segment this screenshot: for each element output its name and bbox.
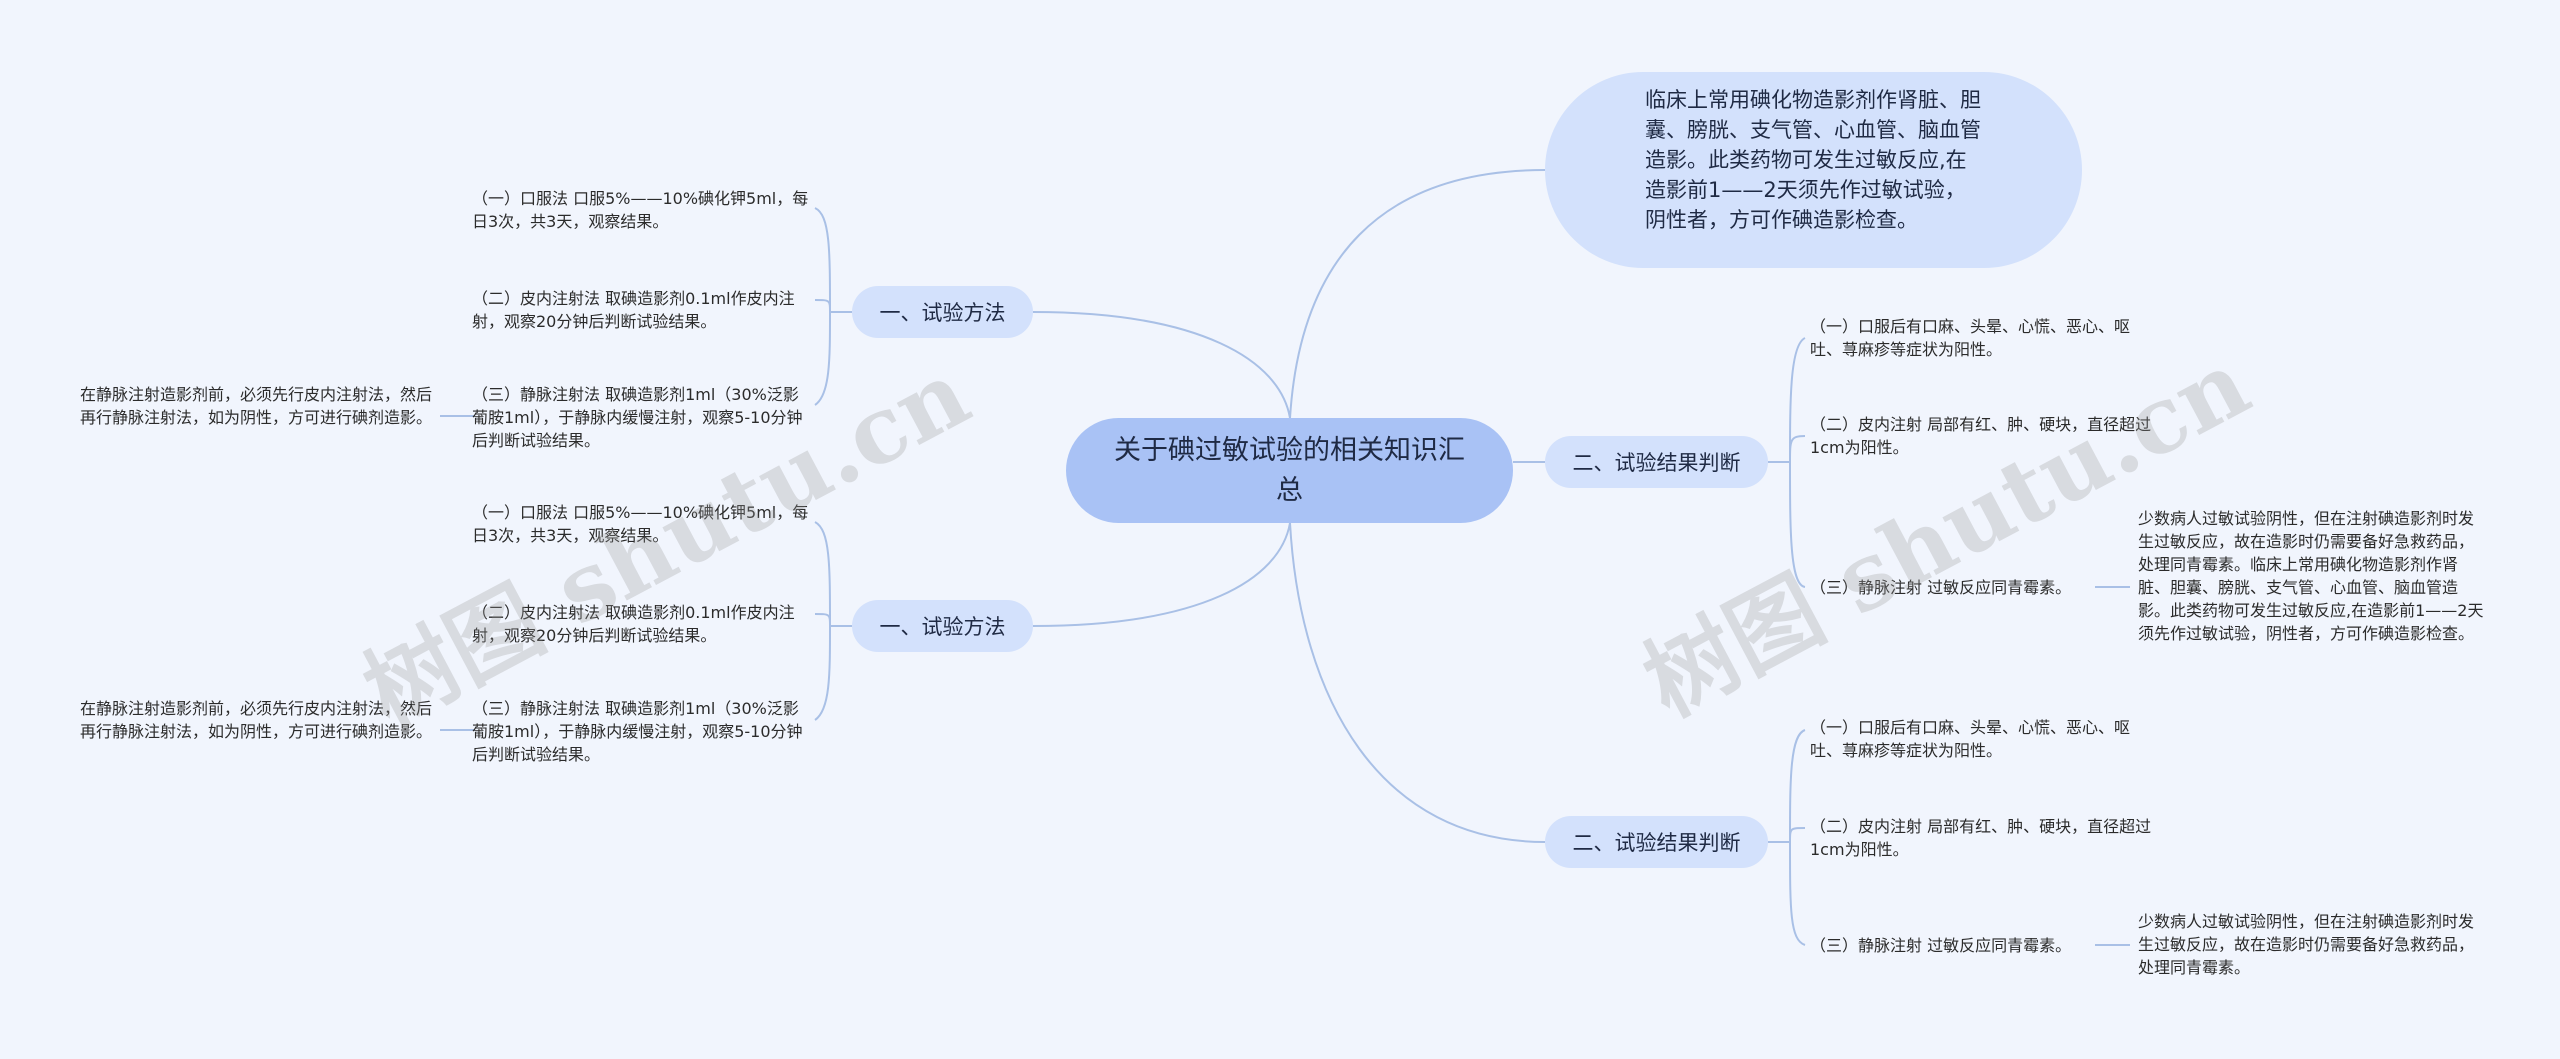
leaf-text: （一）口服法 口服5%——10%碘化钾5ml，每日3次，共3天，观察结果。: [472, 503, 809, 545]
link-root-left-bottom: [1032, 522, 1291, 627]
leaf-lt-intradermal[interactable]: （二）皮内注射法 取碘造影剂0.1ml作皮内注射，观察20分钟后判断试验结果。: [472, 287, 812, 333]
branch-label: 一、试验方法: [879, 615, 1006, 639]
link-lt-bracket: [814, 207, 852, 406]
leaf-text: 少数病人过敏试验阴性，但在注射碘造影剂时发生过敏反应，故在造影时仍需要备好急救药…: [2138, 912, 2475, 977]
leaf-rt-intravenous[interactable]: （三）静脉注射 过敏反应同青霉素。: [1810, 576, 2100, 599]
leaf-text: （三）静脉注射 过敏反应同青霉素。: [1810, 578, 2072, 597]
root-label: 关于碘过敏试验的相关知识汇总: [1114, 434, 1465, 506]
link-rb-bracket: [1768, 729, 1806, 946]
leaf-text: （二）皮内注射 局部有红、肿、硬块，直径超过1cm为阳性。: [1810, 817, 2152, 859]
leaf-text: 在静脉注射造影剂前，必须先行皮内注射法，然后再行静脉注射法，如为阴性，方可进行碘…: [80, 699, 433, 741]
leaf-text: （三）静脉注射法 取碘造影剂1ml（30%泛影葡胺1ml），于静脉内缓慢注射，观…: [472, 385, 803, 450]
leaf-lb-oral[interactable]: （一）口服法 口服5%——10%碘化钾5ml，每日3次，共3天，观察结果。: [472, 501, 812, 547]
leaf-text: （二）皮内注射法 取碘造影剂0.1ml作皮内注射，观察20分钟后判断试验结果。: [472, 289, 795, 331]
leaf-rb-note[interactable]: 少数病人过敏试验阴性，但在注射碘造影剂时发生过敏反应，故在造影时仍需要备好急救药…: [2138, 910, 2488, 979]
leaf-lb-intravenous[interactable]: （三）静脉注射法 取碘造影剂1ml（30%泛影葡胺1ml），于静脉内缓慢注射，观…: [472, 697, 812, 766]
intro-bubble[interactable]: 临床上常用碘化物造影剂作肾脏、胆囊、膀胱、支气管、心血管、脑血管造影。此类药物可…: [1545, 72, 2082, 268]
branch-test-methods-top[interactable]: 一、试验方法: [852, 286, 1033, 338]
leaf-rt-note[interactable]: 少数病人过敏试验阴性，但在注射碘造影剂时发生过敏反应，故在造影时仍需要备好急救药…: [2138, 507, 2488, 645]
leaf-lt-intravenous[interactable]: （三）静脉注射法 取碘造影剂1ml（30%泛影葡胺1ml），于静脉内缓慢注射，观…: [472, 383, 812, 452]
link-rt-bracket: [1768, 337, 1806, 588]
leaf-lb-note[interactable]: 在静脉注射造影剂前，必须先行皮内注射法，然后再行静脉注射法，如为阴性，方可进行碘…: [80, 697, 435, 743]
leaf-text: 在静脉注射造影剂前，必须先行皮内注射法，然后再行静脉注射法，如为阴性，方可进行碘…: [80, 385, 433, 427]
leaf-rt-intradermal[interactable]: （二）皮内注射 局部有红、肿、硬块，直径超过1cm为阳性。: [1810, 413, 2160, 459]
leaf-text: （一）口服后有口麻、头晕、心慌、恶心、呕吐、荨麻疹等症状为阳性。: [1810, 317, 2131, 359]
leaf-rb-intravenous[interactable]: （三）静脉注射 过敏反应同青霉素。: [1810, 934, 2100, 957]
intro-text: 临床上常用碘化物造影剂作肾脏、胆囊、膀胱、支气管、心血管、脑血管造影。此类药物可…: [1645, 88, 1981, 232]
branch-result-judgment-bottom[interactable]: 二、试验结果判断: [1545, 816, 1768, 868]
leaf-text: （二）皮内注射法 取碘造影剂0.1ml作皮内注射，观察20分钟后判断试验结果。: [472, 603, 795, 645]
branch-test-methods-bottom[interactable]: 一、试验方法: [852, 600, 1033, 652]
leaf-text: （三）静脉注射 过敏反应同青霉素。: [1810, 936, 2072, 955]
leaf-lt-note[interactable]: 在静脉注射造影剂前，必须先行皮内注射法，然后再行静脉注射法，如为阴性，方可进行碘…: [80, 383, 435, 429]
leaf-text: （二）皮内注射 局部有红、肿、硬块，直径超过1cm为阳性。: [1810, 415, 2152, 457]
branch-label: 二、试验结果判断: [1572, 451, 1741, 475]
leaf-text: （三）静脉注射法 取碘造影剂1ml（30%泛影葡胺1ml），于静脉内缓慢注射，观…: [472, 699, 803, 764]
link-lb-bracket: [814, 521, 852, 721]
leaf-text: 少数病人过敏试验阴性，但在注射碘造影剂时发生过敏反应，故在造影时仍需要备好急救药…: [2138, 509, 2484, 643]
branch-result-judgment-top[interactable]: 二、试验结果判断: [1545, 436, 1768, 488]
branch-label: 一、试验方法: [879, 301, 1006, 325]
branch-label: 二、试验结果判断: [1572, 831, 1741, 855]
leaf-rb-oral[interactable]: （一）口服后有口麻、头晕、心慌、恶心、呕吐、荨麻疹等症状为阳性。: [1810, 716, 2160, 762]
link-root-left-top: [1032, 311, 1291, 419]
link-root-right-bottom: [1289, 522, 1546, 843]
link-root-intro: [1289, 169, 1546, 419]
leaf-lt-oral[interactable]: （一）口服法 口服5%——10%碘化钾5ml，每日3次，共3天，观察结果。: [472, 187, 812, 233]
leaf-lb-intradermal[interactable]: （二）皮内注射法 取碘造影剂0.1ml作皮内注射，观察20分钟后判断试验结果。: [472, 601, 812, 647]
leaf-rt-oral[interactable]: （一）口服后有口麻、头晕、心慌、恶心、呕吐、荨麻疹等症状为阳性。: [1810, 315, 2160, 361]
leaf-text: （一）口服法 口服5%——10%碘化钾5ml，每日3次，共3天，观察结果。: [472, 189, 809, 231]
root-node[interactable]: 关于碘过敏试验的相关知识汇总: [1066, 418, 1513, 523]
leaf-text: （一）口服后有口麻、头晕、心慌、恶心、呕吐、荨麻疹等症状为阳性。: [1810, 718, 2131, 760]
leaf-rb-intradermal[interactable]: （二）皮内注射 局部有红、肿、硬块，直径超过1cm为阳性。: [1810, 815, 2160, 861]
